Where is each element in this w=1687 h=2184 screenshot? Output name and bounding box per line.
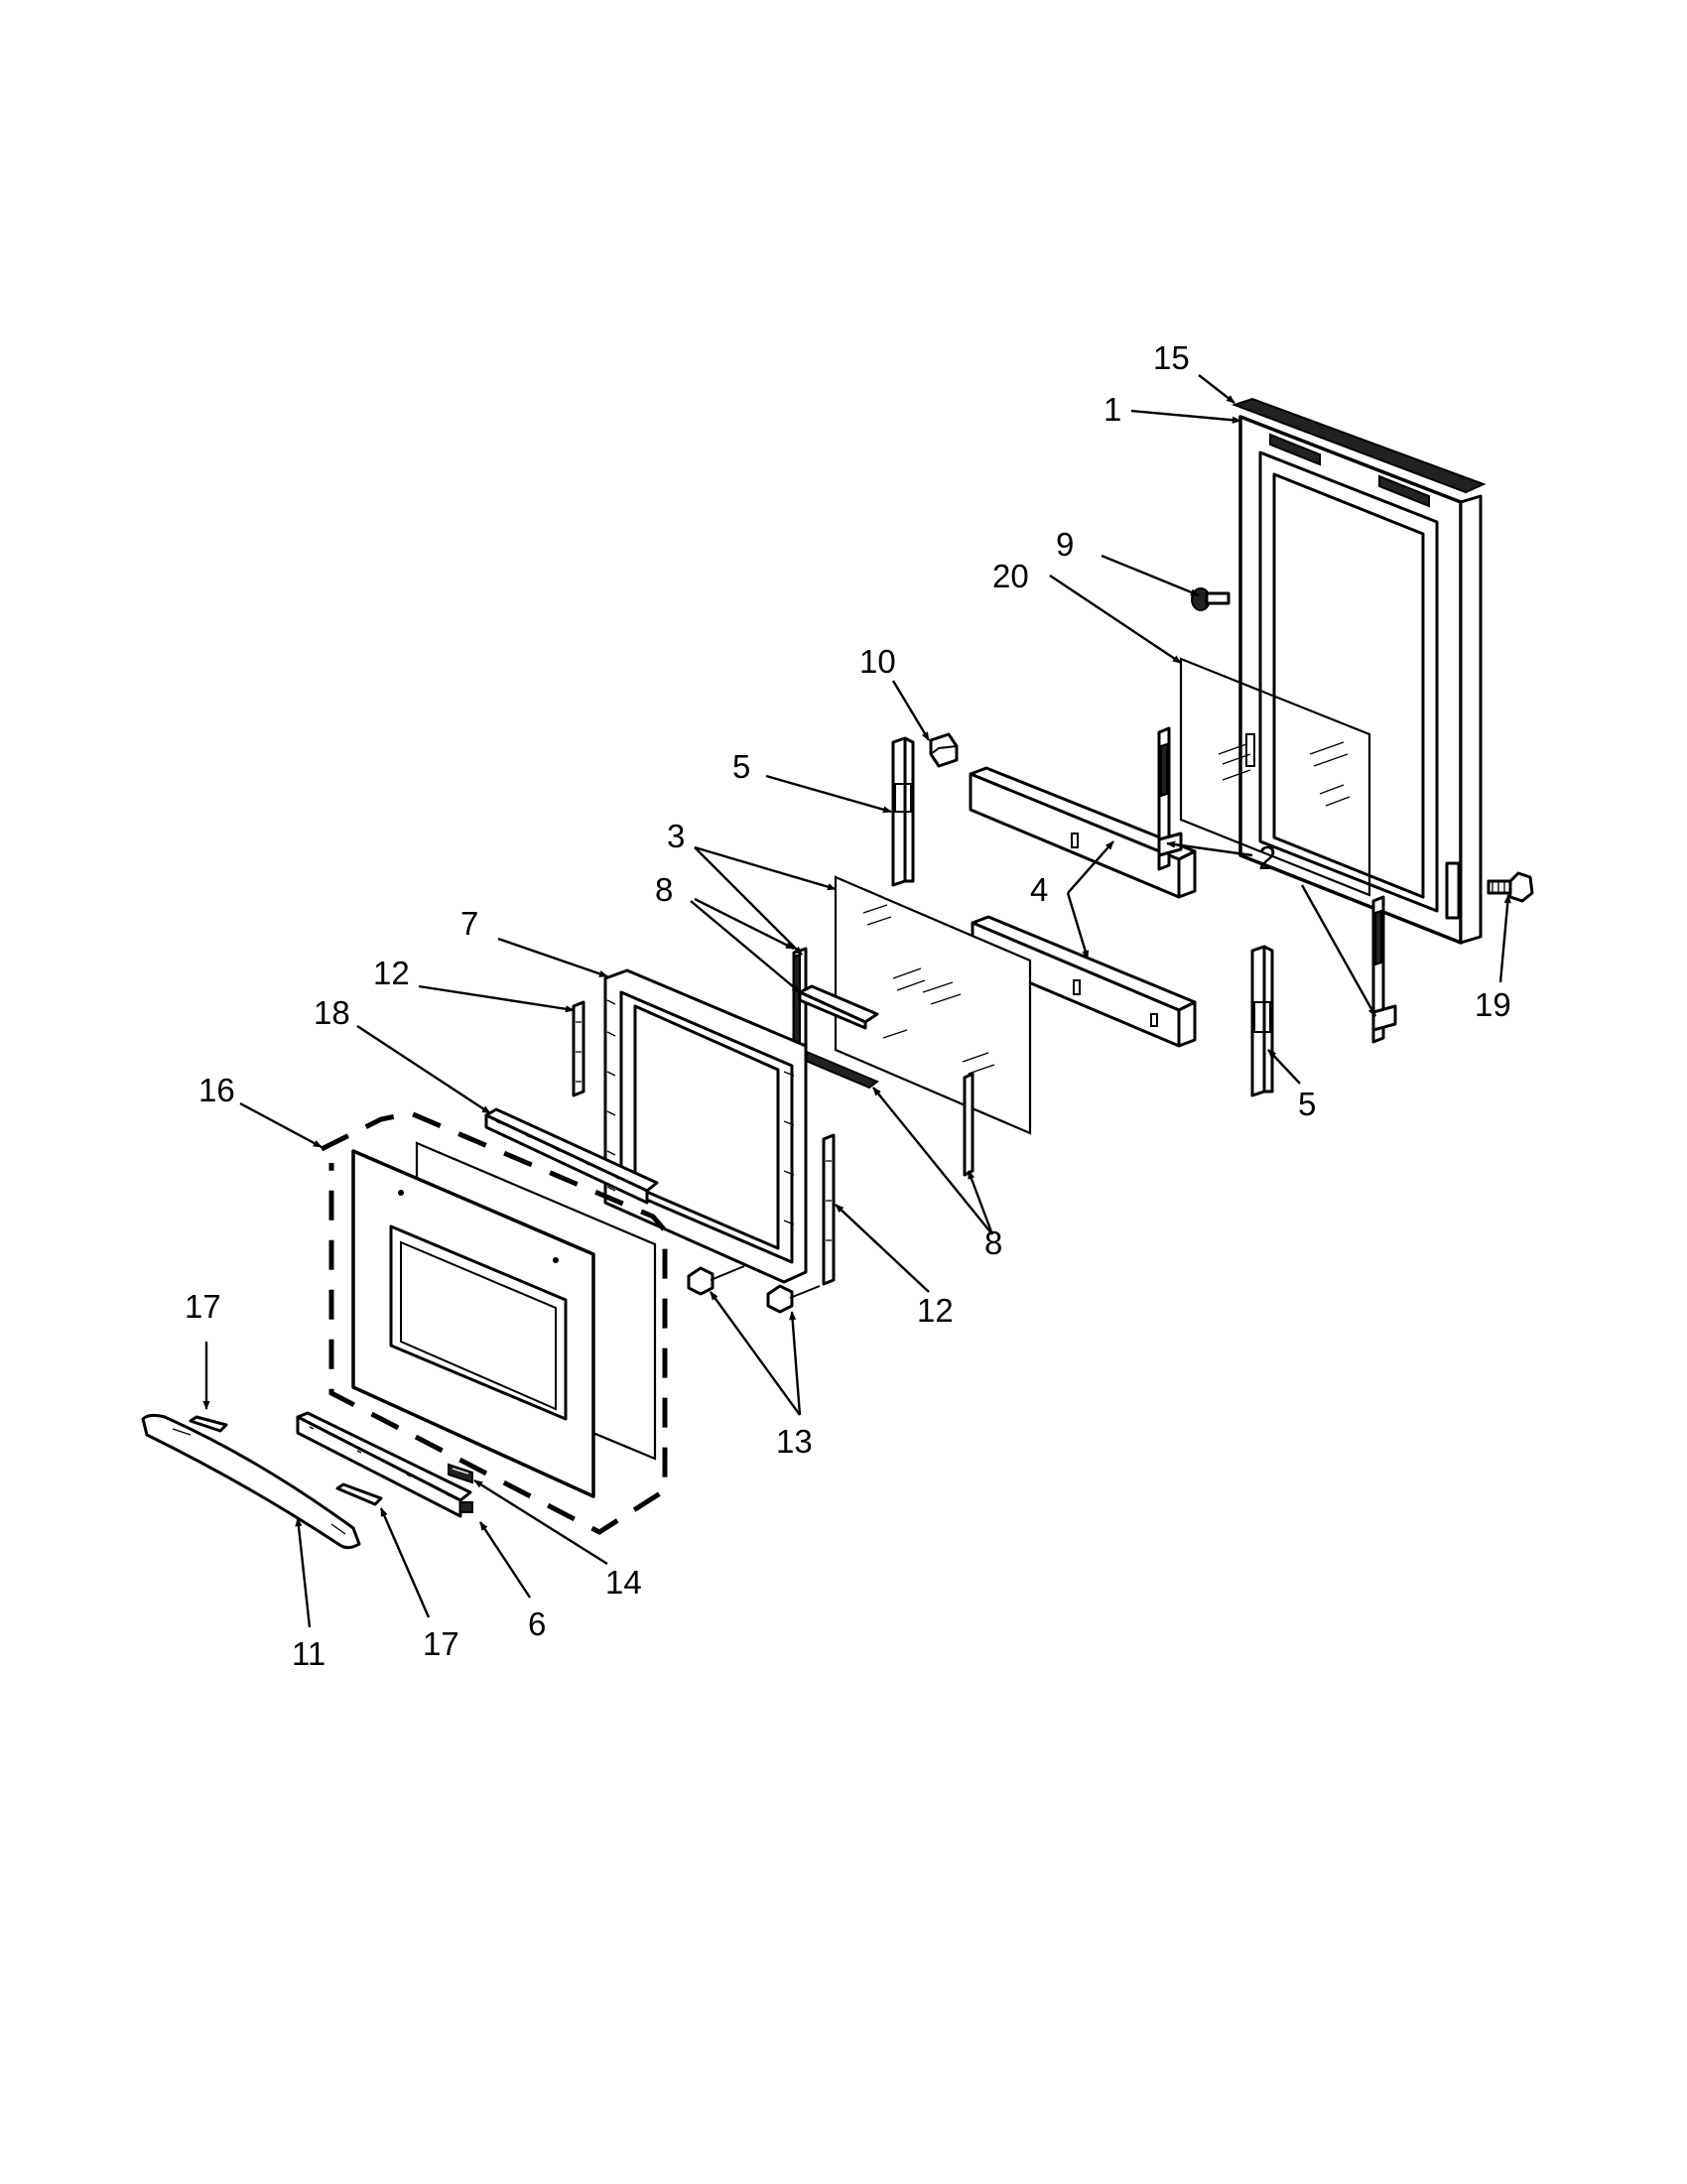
callout-16: 16 [198,1072,235,1108]
part-4-lower-channel [971,915,1197,1048]
callout-labels: 15 1 9 20 10 5 3 8 7 12 18 16 4 2 19 5 8… [185,339,1511,1672]
callout-6: 6 [528,1606,546,1642]
part-12-side-trim-right [822,1133,836,1286]
part-17-clip-upper [189,1415,228,1433]
callout-14: 14 [605,1564,642,1601]
part-11-handle [141,1413,361,1550]
callout-3: 3 [667,818,685,854]
callout-2: 2 [1258,839,1276,876]
callout-17-upper: 17 [185,1288,221,1325]
part-19-hinge-screw [1487,871,1534,903]
callout-9: 9 [1056,526,1074,563]
part-13-screws [687,1265,821,1314]
part-5-lower-support [1250,945,1274,1097]
part-8-spacers [792,947,974,1177]
part-6-lower-bracket [296,1411,473,1518]
callout-4: 4 [1030,871,1048,908]
part-10-block [929,732,959,768]
callout-17-lower: 17 [423,1625,459,1662]
callout-7: 7 [460,905,478,942]
callout-20: 20 [992,558,1029,594]
part-12-side-trim-left [572,1000,585,1097]
part-9-screw [1191,587,1231,611]
part-4-upper-channel [969,766,1197,899]
callout-5-upper: 5 [732,748,750,785]
callout-12-upper: 12 [373,955,410,991]
callout-10: 10 [859,643,896,680]
callout-19: 19 [1475,986,1511,1023]
part-2-hinges [1157,726,1397,1044]
part-15-top-trim [1232,397,1487,494]
part-20-inner-glass [1179,657,1371,897]
part-17-clip-lower [335,1482,383,1506]
part-16-outer-door-assembly [320,1110,668,1535]
part-3-middle-glass [834,875,1032,1135]
part-5-upper-support [891,736,915,887]
part-14-latch [448,1463,473,1484]
callout-8-upper: 8 [655,871,673,908]
callout-12-lower: 12 [917,1292,954,1329]
callout-1: 1 [1103,391,1121,428]
callout-13: 13 [776,1423,813,1460]
callout-11: 11 [292,1635,325,1672]
callout-5-lower: 5 [1298,1086,1316,1122]
part-7-inner-frame [603,968,808,1284]
callout-18: 18 [314,994,350,1031]
part-1-inner-door-panel [1238,415,1483,945]
callout-15: 15 [1153,339,1190,376]
callout-8-lower: 8 [984,1224,1002,1261]
leader-lines [202,374,1511,1628]
part-18-bracket [484,1107,659,1205]
